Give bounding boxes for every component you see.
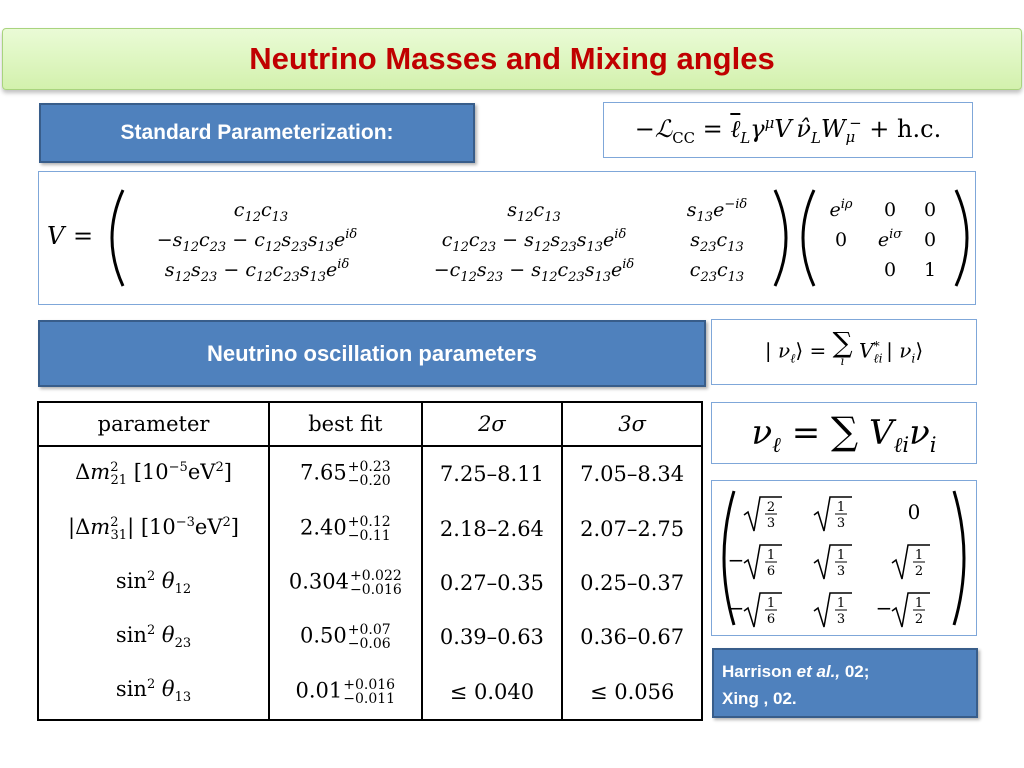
svg-text:−: − <box>876 596 893 620</box>
left-paren <box>110 189 125 287</box>
tribimaximal-cell: − 16 <box>728 544 782 580</box>
table-cell-bestfit: 0.01+0.016−0.011 <box>268 664 423 721</box>
tribimaximal-cell: 12 <box>891 544 930 580</box>
table-header: 2σ <box>420 401 564 447</box>
pmns-lhs: V <box>47 222 67 250</box>
svg-text:3: 3 <box>837 612 845 627</box>
svg-text:6: 6 <box>767 612 775 627</box>
slide-title: Neutrino Masses and Mixing angles <box>249 41 775 76</box>
table-cell-3sigma: 7.05–8.34 <box>561 446 703 502</box>
matrix-cell: −c12s23 − s12c23s13eiδ <box>434 257 635 285</box>
svg-text:1: 1 <box>915 548 923 563</box>
table-cell-3sigma: ≤ 0.056 <box>561 664 703 721</box>
svg-text:1: 1 <box>767 548 775 563</box>
matrix-cell: s23c13 <box>690 229 744 255</box>
left-paren-2 <box>801 189 816 287</box>
oscillation-label-text: Neutrino oscillation parameters <box>206 340 538 366</box>
matrix-cell: c12c23 − s12s23s13eiδ <box>442 227 627 255</box>
table-cell-2sigma: ≤ 0.040 <box>420 664 564 721</box>
matrix-cell: −s12c23 − c12s23s13eiδ <box>157 227 358 255</box>
matrix-cell: s12c13 <box>507 199 561 225</box>
table-cell-2sigma: 7.25–8.11 <box>420 446 564 502</box>
svg-text:−: − <box>728 596 745 620</box>
svg-text:−: − <box>728 548 745 572</box>
svg-text:0: 0 <box>908 500 921 524</box>
reference-box: Harrison et al., 02; Xing , 02. <box>712 648 978 718</box>
svg-text:1: 1 <box>837 500 845 515</box>
oscillation-label: Neutrino oscillation parameters <box>38 320 706 387</box>
svg-text:1: 1 <box>767 596 775 611</box>
table-header: best fit <box>268 401 423 447</box>
tribimaximal-cell: 13 <box>813 544 852 580</box>
table-cell-param: Δm221 [10−5eV2] <box>36 446 271 502</box>
right-paren-2 <box>954 189 969 287</box>
right-paren <box>952 490 966 626</box>
tribimaximal-cell: − 16 <box>728 592 782 628</box>
majorana-cell: 1 <box>924 259 936 281</box>
svg-text:1: 1 <box>915 596 923 611</box>
majorana-cell: 0 <box>884 199 896 221</box>
table-cell-param: sin2 θ23 <box>36 610 271 665</box>
majorana-cell: 0 <box>924 229 936 251</box>
matrix-cell: s12s23 − c12c23s13eiδ <box>165 257 350 285</box>
reference-line-2: Xing , 02. <box>722 689 797 708</box>
standard-param-label: Standard Parameterization: <box>39 103 475 163</box>
majorana-cell: 0 <box>924 199 936 221</box>
table-cell-bestfit: 2.40+0.12−0.11 <box>268 501 423 556</box>
tribimaximal-cell: − 12 <box>876 592 930 628</box>
table-header: 3σ <box>561 401 703 447</box>
matrix-cell: c12c13 <box>234 199 288 225</box>
pmns-matrix-box: V = c12c13 s12c13 s13e−iδ −s12c23 − c12s… <box>38 171 976 305</box>
right-paren <box>773 189 788 287</box>
table-header: parameter <box>36 401 271 447</box>
svg-text:2: 2 <box>915 612 923 627</box>
table-cell-bestfit: 0.50+0.07−0.06 <box>268 610 423 665</box>
table-cell-param: sin2 θ12 <box>36 555 271 610</box>
table-cell-bestfit: 7.65+0.23−0.20 <box>268 446 423 502</box>
matrix-cell: s13e−iδ <box>687 197 748 225</box>
tribimaximal-cell: 0 <box>908 500 921 524</box>
svg-text:6: 6 <box>767 564 775 579</box>
table-cell-param: sin2 θ13 <box>36 664 271 721</box>
lagrangian-eq: −ℒCC = ℓLγμV ν̂LWμ− + h.c. <box>634 113 942 147</box>
tribimaximal-cell: 13 <box>813 592 852 628</box>
title-bar: Neutrino Masses and Mixing angles <box>2 28 1022 90</box>
reference-line-1: Harrison et al., 02; <box>722 662 870 681</box>
majorana-cell: 0 <box>884 259 896 281</box>
tribimaximal-cell: 13 <box>813 496 852 532</box>
svg-text:3: 3 <box>837 564 845 579</box>
svg-text:3: 3 <box>767 516 775 531</box>
table-cell-param: |Δm231| [10−3eV2] <box>36 501 271 556</box>
field-eq-box: νℓ = ∑ Vℓiνi <box>711 402 977 464</box>
flavor-state-eq: | νℓ⟩ = ∑i Vℓi* | νi⟩ <box>764 326 924 369</box>
matrix-cell: c23c13 <box>690 259 744 285</box>
flavor-state-eq-box: | νℓ⟩ = ∑i Vℓi* | νi⟩ <box>711 319 977 385</box>
table-cell-3sigma: 2.07–2.75 <box>561 501 703 556</box>
table-cell-3sigma: 0.25–0.37 <box>561 555 703 610</box>
table-cell-2sigma: 0.39–0.63 <box>420 610 564 665</box>
tribimaximal-cell: 23 <box>743 496 782 532</box>
svg-text:2: 2 <box>767 500 775 515</box>
majorana-cell: eiσ <box>878 227 903 251</box>
table-cell-2sigma: 0.27–0.35 <box>420 555 564 610</box>
svg-text:=: = <box>73 222 93 250</box>
svg-text:1: 1 <box>837 548 845 563</box>
svg-text:3: 3 <box>837 516 845 531</box>
table-cell-bestfit: 0.304+0.022−0.016 <box>268 555 423 610</box>
svg-text:1: 1 <box>837 596 845 611</box>
field-eq: νℓ = ∑ Vℓiνi <box>751 408 937 457</box>
table-cell-3sigma: 0.36–0.67 <box>561 610 703 665</box>
table-cell-2sigma: 2.18–2.64 <box>420 501 564 556</box>
pmns-matrix-svg: V = c12c13 s12c13 s13e−iδ −s12c23 − c12s… <box>47 189 969 287</box>
svg-text:2: 2 <box>915 564 923 579</box>
standard-param-text: Standard Parameterization: <box>120 121 394 144</box>
lagrangian-box: −ℒCC = ℓLγμV ν̂LWμ− + h.c. <box>603 102 973 158</box>
majorana-cell: eiρ <box>829 197 852 221</box>
oscillation-params-table: parameter best fit 2σ 3σ Δm221 [10−5eV2]… <box>36 401 703 721</box>
majorana-cell: 0 <box>835 229 847 251</box>
left-paren <box>722 490 736 626</box>
